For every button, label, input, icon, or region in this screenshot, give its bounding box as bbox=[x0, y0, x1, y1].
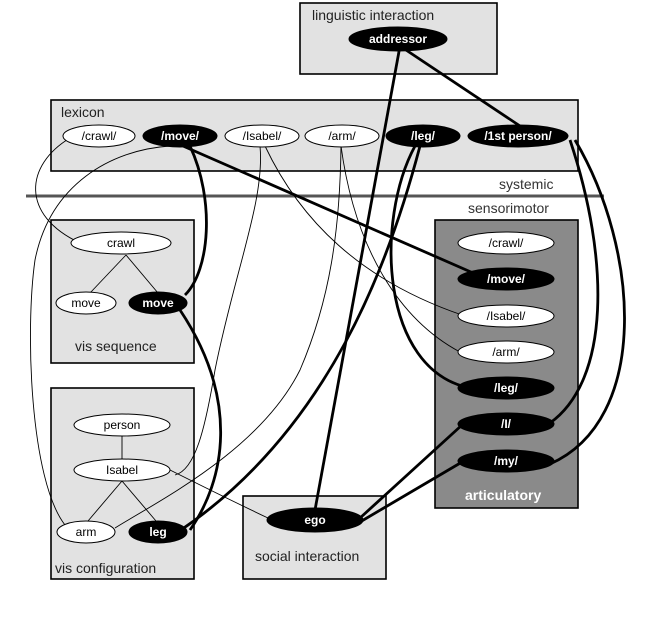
node-art-isabel: /Isabel/ bbox=[457, 304, 555, 328]
link-1st-my bbox=[549, 139, 626, 466]
node-seq-crawl: crawl bbox=[70, 231, 172, 255]
link-leg-art bbox=[389, 145, 471, 390]
link-arm-cfg bbox=[114, 145, 342, 529]
node-art-i: /I/ bbox=[457, 412, 555, 436]
svg-text:leg: leg bbox=[149, 525, 166, 539]
link-1st-i bbox=[549, 139, 600, 425]
node-lex-1st-person: /1st person/ bbox=[467, 124, 569, 148]
svg-text:/move/: /move/ bbox=[487, 272, 526, 286]
link-addressor-ego bbox=[313, 45, 402, 511]
svg-text:/leg/: /leg/ bbox=[411, 129, 436, 143]
node-art-arm: /arm/ bbox=[457, 340, 555, 364]
link-ego-my bbox=[359, 460, 463, 524]
articulatory-title: articulatory bbox=[465, 487, 541, 503]
svg-text:addressor: addressor bbox=[369, 32, 427, 46]
node-lex-isabel: /Isabel/ bbox=[224, 124, 300, 148]
node-cfg-arm: arm bbox=[56, 520, 116, 544]
lexicon-title: lexicon bbox=[61, 104, 105, 120]
social-interaction-title: social interaction bbox=[255, 548, 359, 564]
node-lex-leg: /leg/ bbox=[385, 124, 461, 148]
svg-text:arm: arm bbox=[76, 525, 97, 539]
link-move bbox=[30, 145, 171, 526]
tree-line bbox=[125, 254, 159, 294]
link-isabel-ego bbox=[169, 469, 269, 519]
linguistic-interaction-title: linguistic interaction bbox=[312, 7, 434, 23]
link-move-seq bbox=[183, 145, 208, 296]
link-seq-leg bbox=[178, 309, 223, 531]
svg-text:ego: ego bbox=[304, 513, 325, 527]
svg-text:/I/: /I/ bbox=[501, 417, 512, 431]
tree-line bbox=[121, 480, 157, 522]
svg-text:Isabel: Isabel bbox=[106, 463, 138, 477]
link-arm-art bbox=[340, 145, 461, 353]
link-crawl bbox=[35, 137, 81, 244]
node-art-crawl: /crawl/ bbox=[457, 231, 555, 255]
node-seq-move-black: move bbox=[128, 291, 188, 315]
node-art-my: /my/ bbox=[457, 449, 555, 473]
svg-text:/my/: /my/ bbox=[494, 454, 519, 468]
svg-text:/Isabel/: /Isabel/ bbox=[243, 129, 282, 143]
svg-text:crawl: crawl bbox=[107, 236, 135, 250]
svg-text:/1st person/: /1st person/ bbox=[484, 129, 552, 143]
svg-text:move: move bbox=[142, 296, 174, 310]
svg-text:/crawl/: /crawl/ bbox=[489, 236, 524, 250]
systemic-label: systemic bbox=[499, 176, 553, 192]
svg-text:person: person bbox=[104, 418, 141, 432]
svg-text:/move/: /move/ bbox=[161, 129, 200, 143]
svg-text:/Isabel/: /Isabel/ bbox=[487, 309, 526, 323]
vis-sequence-title: vis sequence bbox=[75, 338, 157, 354]
svg-text:/arm/: /arm/ bbox=[328, 129, 356, 143]
link-addressor-1st bbox=[399, 44, 521, 128]
svg-text:/leg/: /leg/ bbox=[494, 381, 519, 395]
link-move-art bbox=[182, 144, 481, 278]
tree-line bbox=[87, 480, 123, 522]
node-cfg-isabel: Isabel bbox=[73, 458, 171, 482]
vis-configuration-title: vis configuration bbox=[55, 560, 156, 576]
svg-text:/arm/: /arm/ bbox=[492, 345, 520, 359]
linguistic-interaction-box: linguistic interaction bbox=[299, 2, 498, 75]
node-lex-arm: /arm/ bbox=[304, 124, 380, 148]
link-isabel-cfg bbox=[174, 145, 261, 476]
node-ego: ego bbox=[266, 507, 364, 533]
node-lex-move: /move/ bbox=[142, 124, 218, 148]
link-leg-cfg bbox=[177, 145, 422, 534]
sensorimotor-label: sensorimotor bbox=[468, 200, 549, 216]
svg-text:/crawl/: /crawl/ bbox=[82, 129, 117, 143]
node-seq-move-white: move bbox=[55, 291, 117, 315]
link-isabel-art bbox=[264, 145, 463, 316]
node-addressor: addressor bbox=[348, 26, 448, 52]
svg-text:move: move bbox=[71, 296, 101, 310]
node-art-move: /move/ bbox=[457, 267, 555, 291]
node-cfg-person: person bbox=[73, 413, 171, 437]
node-cfg-leg: leg bbox=[128, 520, 188, 544]
node-lex-crawl: /crawl/ bbox=[62, 124, 136, 148]
node-art-leg: /leg/ bbox=[457, 376, 555, 400]
link-ego-i bbox=[359, 423, 463, 520]
tree-line bbox=[89, 254, 127, 294]
